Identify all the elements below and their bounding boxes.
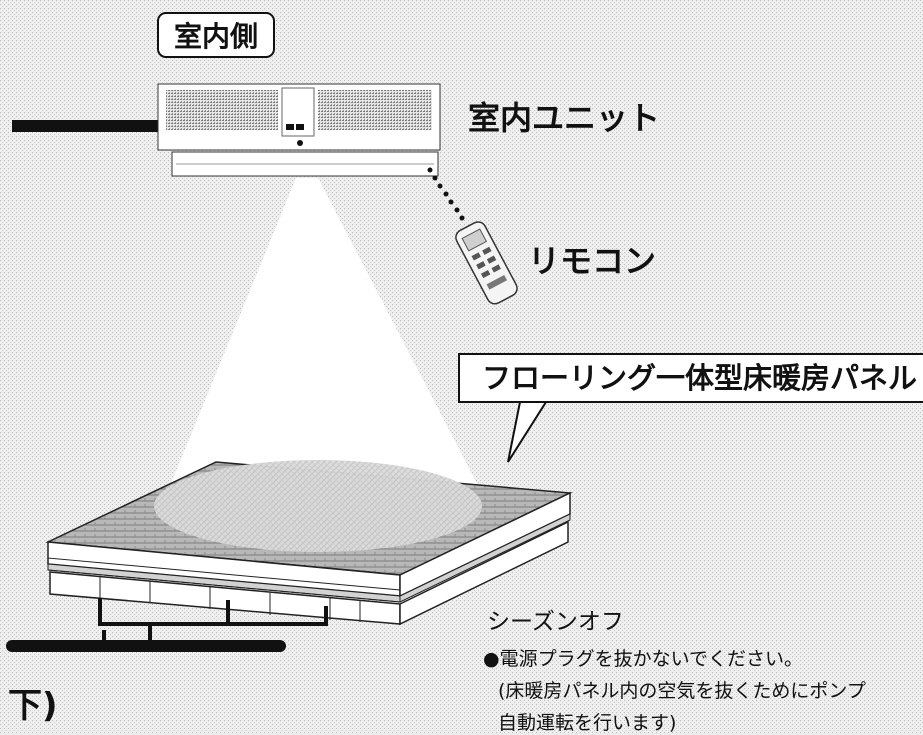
floor-panel-label: フローリング一体型床暖房パネル — [458, 353, 923, 403]
remote-control — [455, 221, 518, 305]
season-off-title: シーズンオフ — [487, 609, 624, 635]
indoor-unit-label: 室内ユニット — [468, 99, 661, 137]
cut-off-heading: 下) — [8, 686, 58, 726]
indoor-side-label: 室内側 — [157, 12, 275, 58]
season-off-note-line2: 自動運転を行います) — [498, 712, 677, 734]
remote-label: リモコン — [528, 242, 657, 280]
floor-heating-panel — [45, 460, 573, 626]
season-off-note-line1: (床暖房パネル内の空気を抜くためにポンプ — [498, 680, 866, 702]
wall-line — [12, 120, 158, 132]
indoor-unit — [157, 83, 441, 177]
season-off-bullet: ●電源プラグを抜かないでください。 — [483, 648, 804, 670]
floor-line — [6, 640, 286, 652]
remote-signal-dots — [427, 167, 465, 221]
airflow-cone — [156, 178, 496, 520]
